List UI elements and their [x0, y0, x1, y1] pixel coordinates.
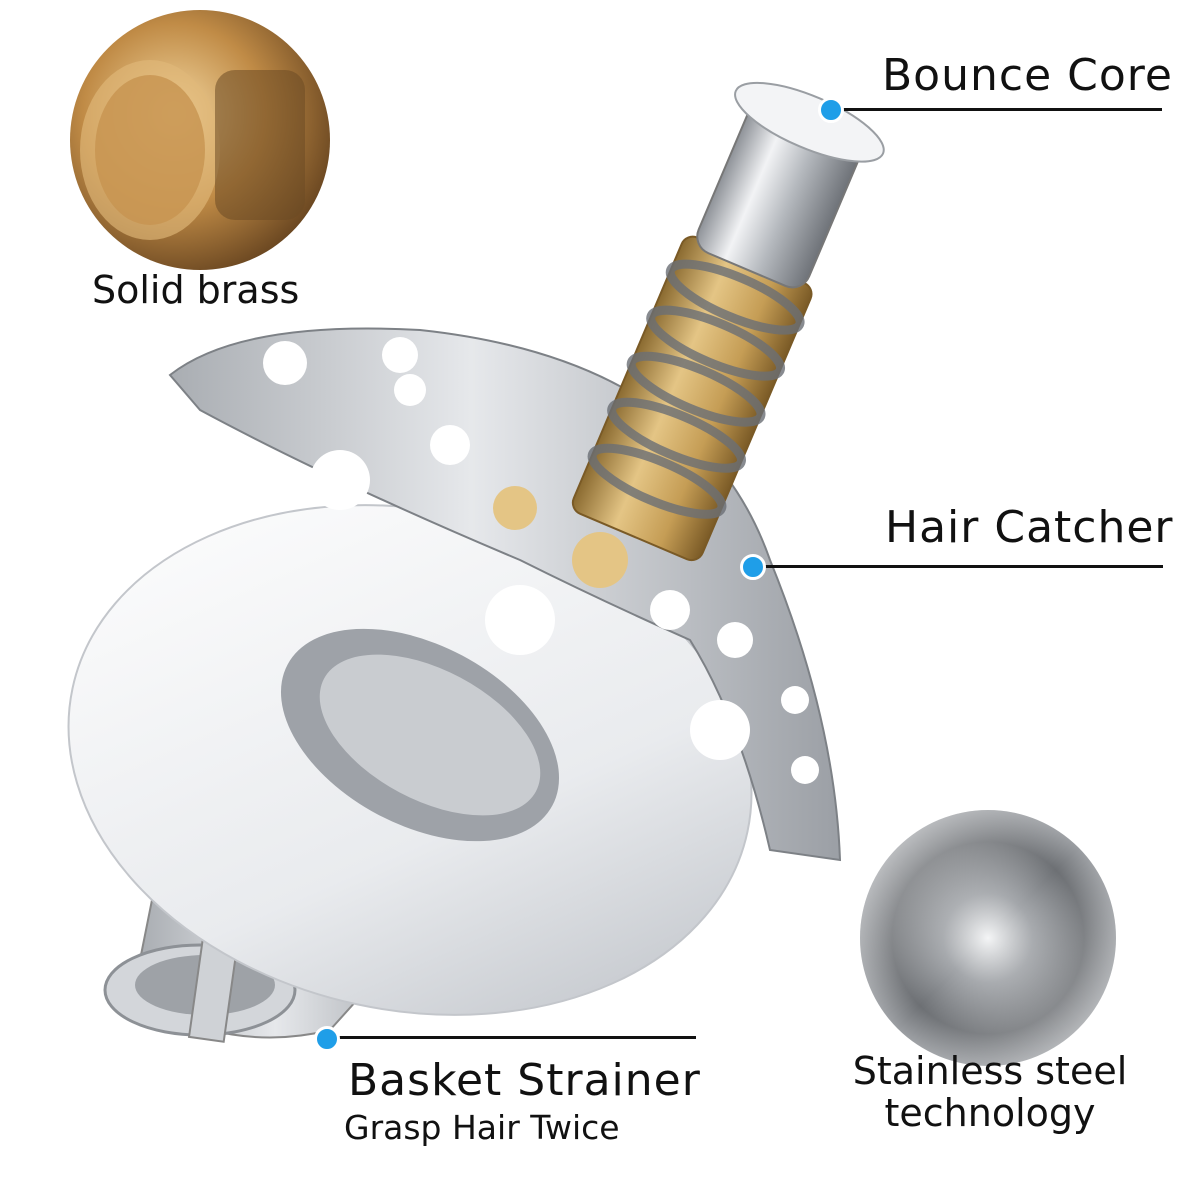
hair-catcher-label: Hair Catcher — [885, 502, 1174, 553]
grasp-hair-label: Grasp Hair Twice — [344, 1108, 620, 1147]
solid-brass-label: Solid brass — [92, 268, 300, 312]
bounce-core-line — [832, 108, 1162, 111]
basket-strainer-line — [330, 1036, 696, 1039]
bounce-core-part — [571, 81, 885, 562]
stainless-steel-line-1: Stainless steel — [852, 1049, 1128, 1093]
stainless-steel-disc — [860, 810, 1116, 1066]
stainless-steel-line-2: technology — [884, 1091, 1096, 1135]
brass-sample-image — [70, 10, 330, 270]
bounce-core-dot — [818, 97, 844, 123]
stainless-steel-label: Stainless steel technology — [840, 1050, 1140, 1134]
bounce-core-label: Bounce Core — [882, 50, 1173, 101]
basket-strainer-dot — [314, 1026, 340, 1052]
hair-catcher-dot — [740, 554, 766, 580]
hair-catcher-line — [755, 565, 1163, 568]
basket-strainer-label: Basket Strainer — [348, 1055, 701, 1106]
flange-plate — [67, 504, 753, 1016]
